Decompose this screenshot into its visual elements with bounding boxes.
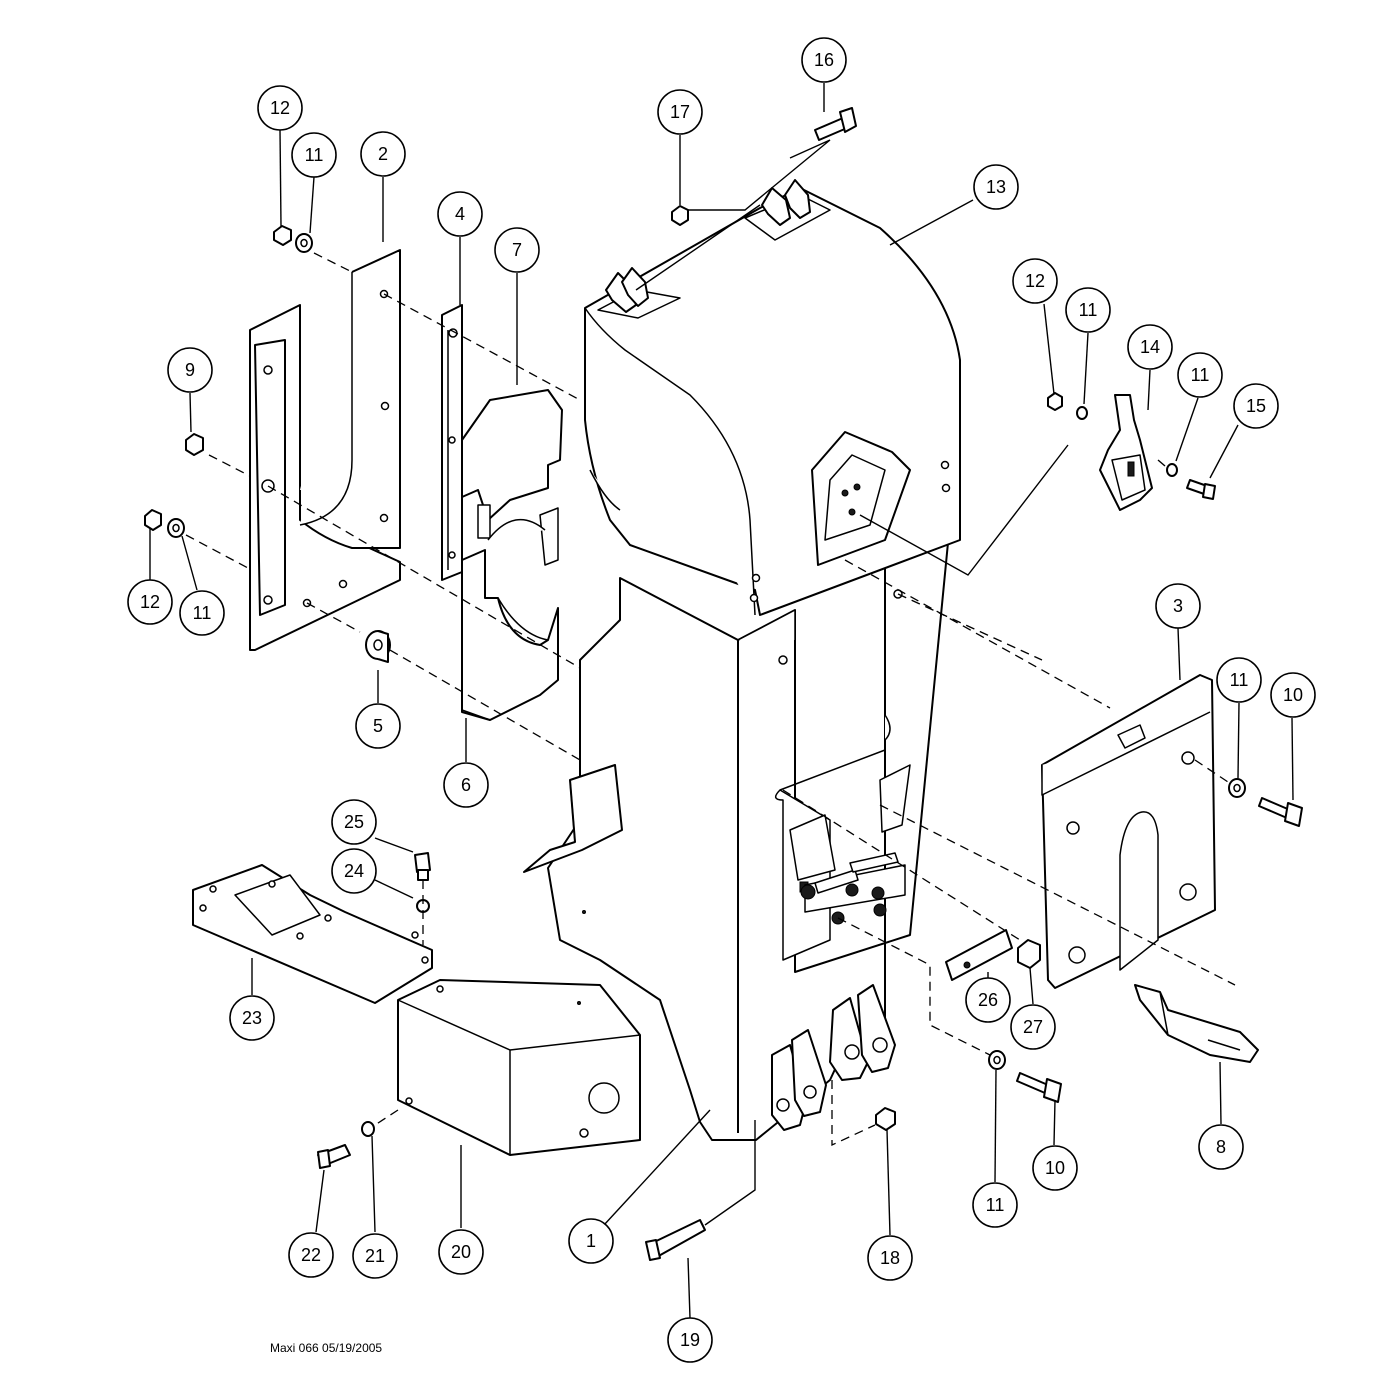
svg-text:18: 18 [880,1248,900,1268]
callout-balloons: 1 2 3 4 5 6 7 8 9 10 10 11 11 11 11 11 1… [127,37,1316,1363]
callout-balloon: 10 [1270,672,1316,718]
svg-text:12: 12 [140,592,160,612]
callout-balloon: 11 [972,1182,1018,1228]
main-housing [523,519,951,1141]
callout-balloon: 23 [229,995,275,1041]
svg-text:19: 19 [680,1330,700,1350]
svg-text:15: 15 [1246,396,1266,416]
callout-balloon: 24 [331,848,377,894]
svg-text:5: 5 [373,716,383,736]
callout-balloon: 1 [568,1218,614,1264]
svg-text:20: 20 [451,1242,471,1262]
callout-leaders [149,83,1294,1319]
callout-balloon: 11 [1065,287,1111,333]
callout-balloon: 20 [438,1229,484,1275]
plate-part-23 [192,864,433,1004]
svg-text:7: 7 [512,240,522,260]
svg-text:2: 2 [378,144,388,164]
svg-text:11: 11 [1079,300,1098,320]
svg-text:14: 14 [1140,337,1160,357]
svg-text:11: 11 [305,145,324,165]
assembly-dashed-lines [185,139,1236,1226]
svg-text:12: 12 [270,98,290,118]
hardware [144,107,1303,1261]
svg-text:13: 13 [986,177,1006,197]
callout-balloon: 16 [801,37,847,83]
callout-balloon: 27 [1010,1004,1056,1050]
svg-text:21: 21 [365,1246,385,1266]
plate-part-7 [461,389,563,566]
svg-text:9: 9 [185,360,195,380]
svg-text:11: 11 [986,1195,1005,1215]
box-part-20 [397,979,641,1156]
callout-balloon: 25 [331,799,377,845]
callout-balloon: 11 [1177,352,1223,398]
callout-balloon: 18 [867,1235,913,1281]
callout-balloon: 11 [1216,657,1262,703]
callout-balloon: 22 [288,1232,334,1278]
drawing-caption: Maxi 066 05/19/2005 [270,1341,383,1355]
callout-balloon: 13 [973,164,1019,210]
svg-text:11: 11 [193,603,212,623]
svg-text:11: 11 [1191,365,1210,385]
svg-text:26: 26 [978,990,998,1010]
callout-balloon: 21 [352,1233,398,1279]
svg-text:11: 11 [1230,670,1249,690]
callout-balloon: 6 [443,762,489,808]
svg-text:3: 3 [1173,596,1183,616]
callout-balloon: 2 [360,131,406,177]
callout-balloon: 3 [1155,583,1201,629]
left-frame-plates [249,249,401,651]
callout-balloon: 11 [179,590,225,636]
svg-text:17: 17 [670,102,690,122]
callout-balloon: 7 [494,227,540,273]
svg-text:10: 10 [1045,1158,1065,1178]
svg-text:6: 6 [461,775,471,795]
callout-balloon: 15 [1233,383,1279,429]
svg-text:8: 8 [1216,1137,1226,1157]
callout-balloon: 26 [965,977,1011,1023]
svg-text:27: 27 [1023,1017,1043,1037]
callout-balloon: 12 [1012,258,1058,304]
svg-text:24: 24 [344,861,364,881]
strip-part-4 [441,304,463,581]
callout-balloon: 9 [167,347,213,393]
callout-balloon: 5 [355,703,401,749]
svg-text:25: 25 [344,812,364,832]
callout-balloon: 17 [657,89,703,135]
plate-part-6 [461,549,559,721]
right-plate-part-3 [1041,674,1216,989]
svg-text:10: 10 [1283,685,1303,705]
callout-balloon: 12 [257,85,303,131]
callout-balloon: 19 [667,1317,713,1363]
callout-balloon: 8 [1198,1124,1244,1170]
svg-text:1: 1 [586,1231,596,1251]
svg-text:16: 16 [814,50,834,70]
callout-balloon: 11 [291,132,337,178]
svg-text:22: 22 [301,1245,321,1265]
callout-balloon: 12 [127,579,173,625]
svg-text:4: 4 [455,204,465,224]
callout-balloon: 4 [437,191,483,237]
svg-text:23: 23 [242,1008,262,1028]
callout-balloon: 14 [1127,324,1173,370]
callout-balloon: 10 [1032,1145,1078,1191]
top-cover [584,179,961,616]
svg-text:12: 12 [1025,271,1045,291]
